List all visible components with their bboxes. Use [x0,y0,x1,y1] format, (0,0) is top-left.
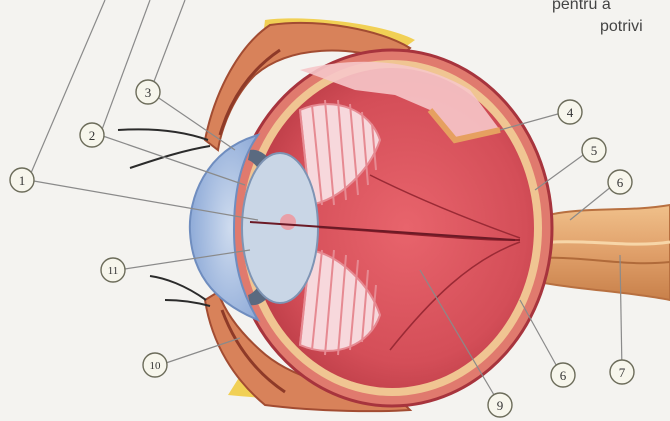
lens-highlight [280,214,296,230]
svg-text:10: 10 [150,360,162,372]
marker-6a: 6 [608,170,632,194]
svg-text:4: 4 [567,105,574,120]
svg-text:11: 11 [108,265,119,277]
marker-5: 5 [582,138,606,162]
marker-1: 1 [10,168,34,192]
marker-3: 3 [136,80,160,104]
svg-text:7: 7 [619,365,626,380]
svg-text:5: 5 [591,143,598,158]
svg-text:1: 1 [19,173,26,188]
marker-7: 7 [610,360,634,384]
marker-10: 10 [143,353,167,377]
marker-6b: 6 [551,363,575,387]
svg-text:2: 2 [89,128,96,143]
marker-11: 11 [101,258,125,282]
marker-4: 4 [558,100,582,124]
svg-text:6: 6 [560,368,567,383]
marker-2: 2 [80,123,104,147]
svg-text:6: 6 [617,175,624,190]
svg-text:3: 3 [145,85,152,100]
marker-9: 9 [488,393,512,417]
lens [242,153,318,303]
svg-text:9: 9 [497,398,504,413]
